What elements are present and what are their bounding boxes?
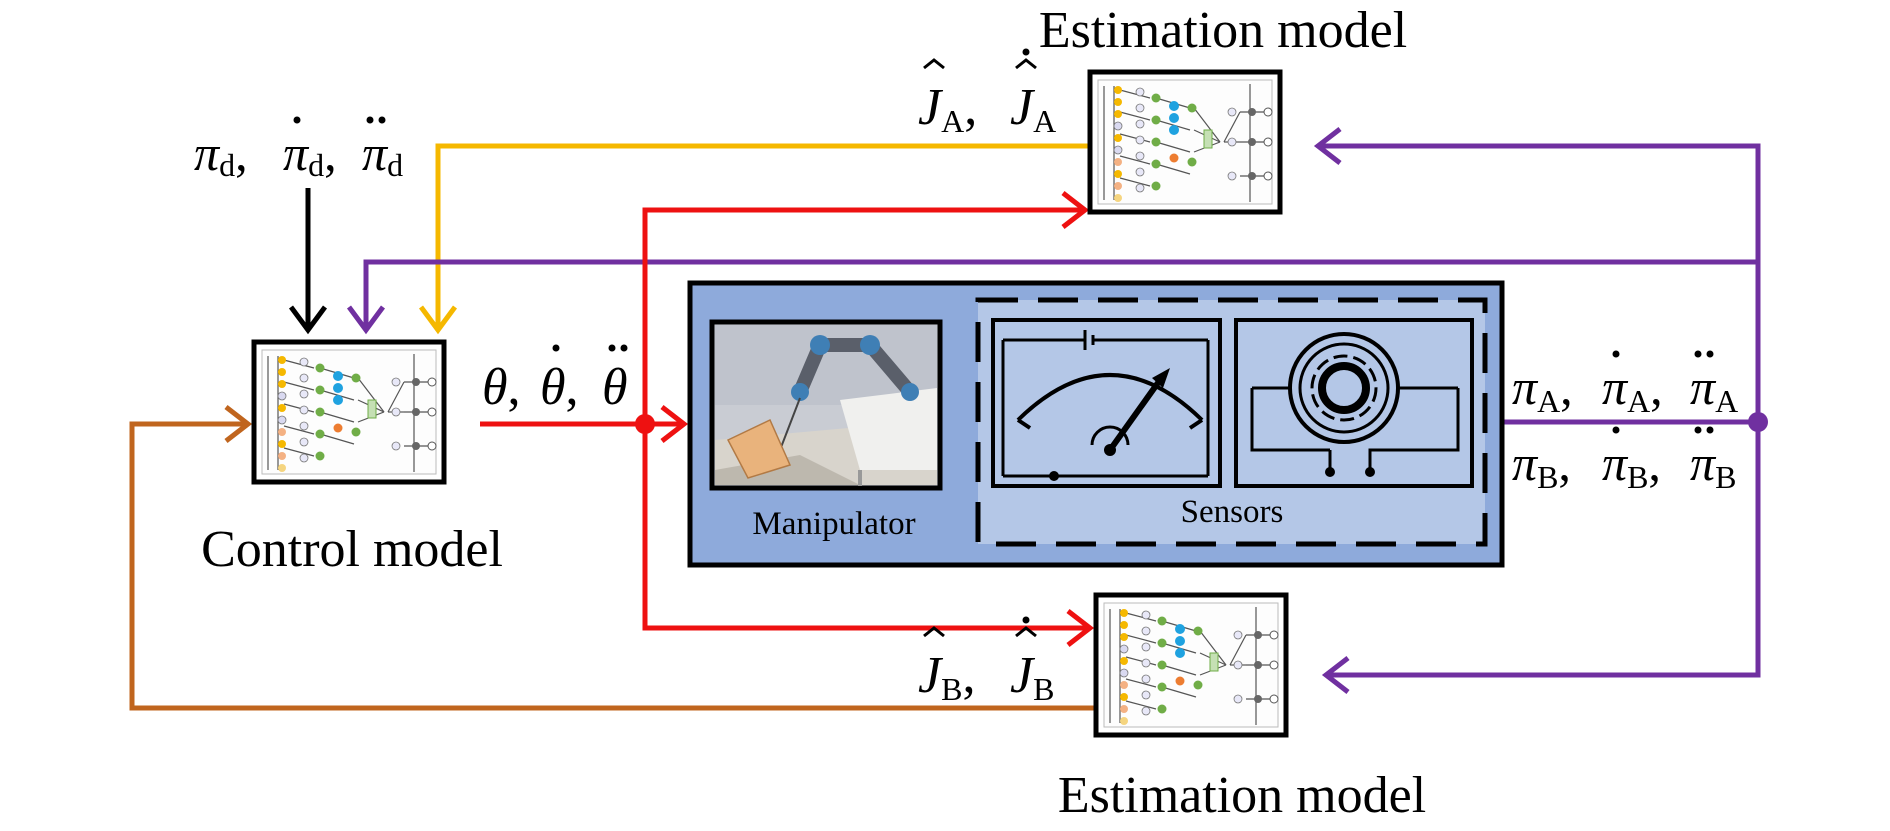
sensor-dashed-border	[975, 297, 1488, 547]
yellow-arrowhead	[418, 305, 458, 335]
purple-arrowhead-top	[1313, 127, 1342, 165]
j-hat-b-symbol: J	[918, 647, 944, 704]
svg-text:JA: JA	[1010, 79, 1056, 139]
pi-b-dot-subscript: B	[1627, 459, 1648, 495]
j-hat-b-subscript: B	[941, 671, 962, 707]
comma: ,	[508, 359, 521, 416]
estimation-model-bottom-title: Estimation model	[1058, 767, 1426, 824]
pi-a-ddot-subscript: A	[1715, 383, 1738, 419]
pi-d-subscript: d	[219, 147, 235, 183]
purple-to-top-estimator	[1320, 143, 1761, 422]
pi-b-subscript: B	[1537, 459, 1558, 495]
purple-arrowhead-bottom	[1321, 656, 1350, 694]
orange-arrowhead	[224, 405, 253, 443]
svg-text:πd,: πd,	[283, 125, 337, 183]
comma: ,	[324, 125, 337, 181]
network-diagram-icon	[1090, 72, 1280, 212]
j-hat-a-dot-subscript: A	[1033, 103, 1056, 139]
pi-a-dot-symbol: π	[1602, 359, 1629, 415]
theta-symbol: θ	[482, 359, 508, 416]
estimation-model-top-title: Estimation model	[1039, 2, 1407, 59]
ammeter-icon	[991, 318, 1222, 488]
orange-feedback-line	[129, 421, 1094, 711]
control-model-title: Control model	[201, 521, 503, 578]
pi-b-dot-symbol: π	[1602, 435, 1629, 491]
svg-text:θ,: θ,	[540, 359, 579, 416]
pi-a-symbol: π	[1512, 359, 1539, 415]
svg-text:JA,: JA,	[918, 79, 977, 139]
purple-junction	[1748, 412, 1768, 432]
comma: ,	[964, 79, 977, 136]
theta-ddot-symbol: θ	[602, 359, 628, 416]
svg-text:JB,: JB,	[918, 647, 975, 707]
svg-text:πB,: πB,	[1602, 435, 1661, 495]
pi-b-ddot-symbol: π	[1690, 435, 1717, 491]
red-to-top-estimator	[642, 207, 1085, 424]
pi-b-ddot-subscript: B	[1715, 459, 1736, 495]
estimate-a-label: JA, JA	[918, 48, 1056, 139]
joint-angle-label: θ, θ, θ	[482, 344, 628, 416]
j-hat-b-dot-symbol: J	[1010, 647, 1036, 704]
pi-d-ddot-symbol: π	[362, 125, 389, 181]
purple-to-bottom-estimator	[1328, 422, 1761, 678]
comma: ,	[1558, 435, 1571, 491]
svg-text:πB: πB	[1690, 435, 1736, 495]
yellow-feedback-line	[435, 143, 1088, 326]
comma: ,	[962, 647, 975, 704]
estimate-b-label: JB, JB	[918, 616, 1054, 707]
control-model-box	[254, 342, 444, 482]
pi-d-dot-symbol: π	[283, 125, 310, 181]
pi-b-symbol: π	[1512, 435, 1539, 491]
pi-d-dot-subscript: d	[308, 147, 324, 183]
svg-text:πd,: πd,	[194, 125, 248, 183]
sensor-a-label: πA, πA, πA	[1512, 350, 1738, 419]
network-diagram-icon	[1096, 595, 1286, 735]
comma: ,	[1650, 359, 1663, 415]
sensor-b-label: πB, πB, πB	[1512, 426, 1736, 495]
comma: ,	[235, 125, 248, 181]
red-arrowhead-plant	[660, 405, 689, 443]
j-hat-a-subscript: A	[941, 103, 964, 139]
svg-text:πd: πd	[362, 125, 403, 183]
pi-d-ddot-subscript: d	[387, 147, 403, 183]
pi-a-dot-subscript: A	[1627, 383, 1650, 419]
svg-text:πB,: πB,	[1512, 435, 1571, 495]
svg-text:πA,: πA,	[1602, 359, 1663, 419]
comma: ,	[1560, 359, 1573, 415]
svg-text:JB: JB	[1010, 647, 1054, 707]
svg-text:πA,: πA,	[1512, 359, 1573, 419]
pi-d-symbol: π	[194, 125, 221, 181]
red-to-bottom-estimator	[642, 424, 1090, 631]
theta-dot-symbol: θ	[540, 359, 566, 416]
pi-a-ddot-symbol: π	[1690, 359, 1717, 415]
j-hat-b-dot-subscript: B	[1033, 671, 1054, 707]
robot-arm-icon	[709, 319, 943, 491]
red-arrowhead-top	[1061, 191, 1090, 229]
network-diagram-icon	[254, 342, 444, 482]
svg-text:πA: πA	[1690, 359, 1738, 419]
pi-a-subscript: A	[1537, 383, 1560, 419]
desired-input-arrowhead	[288, 305, 328, 335]
desired-signal-label: πd, πd, πd	[194, 116, 403, 183]
bottom-estimation-model-box	[1096, 595, 1286, 735]
comma: ,	[566, 359, 579, 416]
manipulator-label: Manipulator	[752, 506, 915, 542]
sensors-label: Sensors	[1181, 494, 1284, 530]
top-estimation-model-box	[1090, 72, 1280, 212]
comma: ,	[1648, 435, 1661, 491]
purple-arrowhead-control	[346, 305, 386, 335]
j-hat-a-symbol: J	[918, 79, 944, 136]
red-arrowhead-bottom	[1066, 609, 1095, 647]
j-hat-a-dot-symbol: J	[1010, 79, 1036, 136]
svg-text:θ,: θ,	[482, 359, 521, 416]
encoder-icon	[1234, 318, 1474, 488]
purple-to-control	[363, 259, 1758, 326]
